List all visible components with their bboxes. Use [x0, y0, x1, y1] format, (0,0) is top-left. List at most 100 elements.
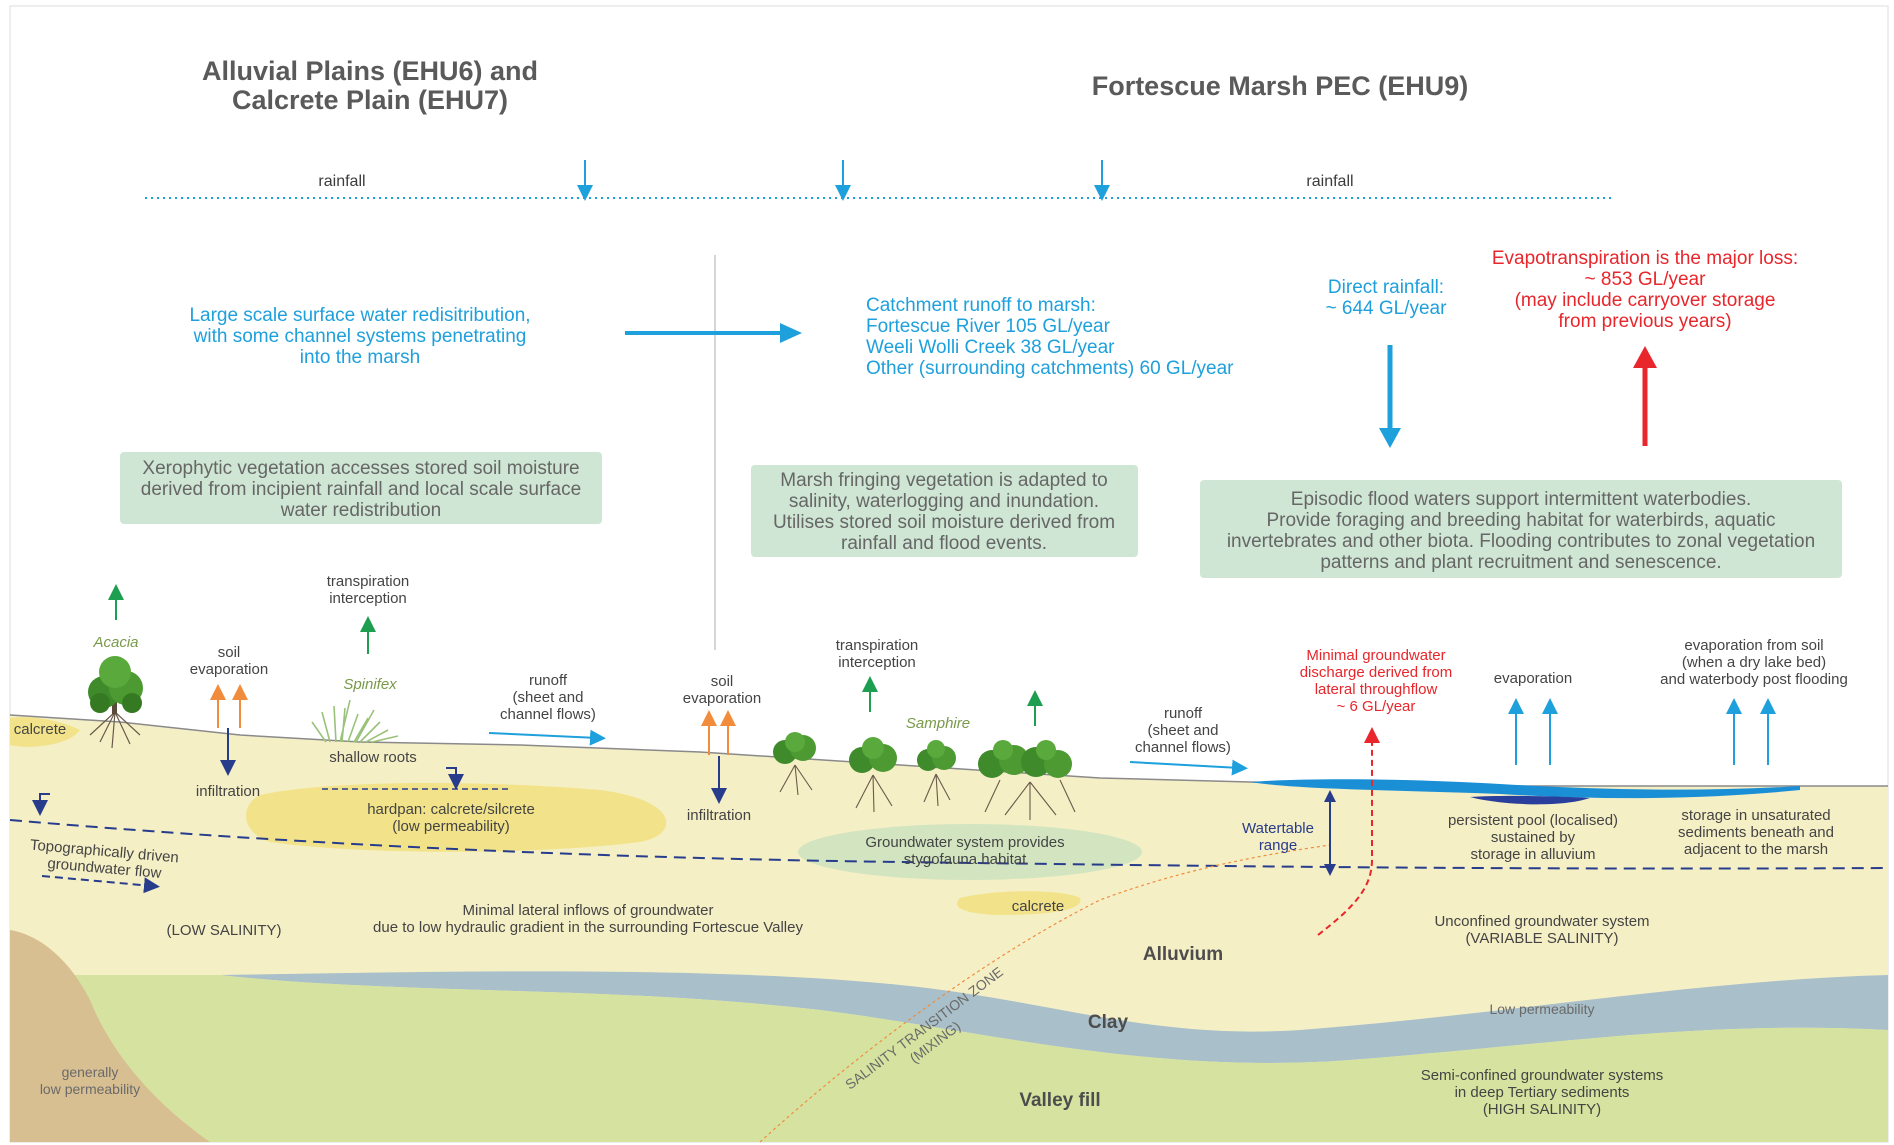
runoff-1-line1: runoff [529, 672, 568, 689]
catchment-runoff-line1: Catchment runoff to marsh: [866, 295, 1096, 316]
unconfined-line2: (VARIABLE SALINITY) [1465, 930, 1618, 947]
samphire-shrubs-icon [773, 732, 1076, 820]
hardpan-patch [246, 783, 667, 852]
soil-evap-2-line2: evaporation [683, 690, 761, 707]
box-episodic-line1: Episodic flood waters support intermitte… [1291, 489, 1751, 510]
clay-label: Clay [1088, 1012, 1129, 1033]
runoff-arrow-2 [1129, 759, 1248, 776]
watertable-line [9, 819, 1889, 870]
stygofauna-line1: Groundwater system provides [865, 834, 1064, 851]
hardpan-perch-arrow [446, 767, 464, 790]
hardpan-line2: (low permeability) [392, 818, 510, 835]
left-recharge-arrow [32, 793, 50, 816]
surface-redistribution-line3: into the marsh [300, 347, 420, 368]
gw-flow-arrow [41, 875, 160, 894]
calcrete-mid-label: calcrete [1012, 898, 1065, 915]
persistent-pool-line1: persistent pool (localised) [1448, 812, 1618, 829]
spinifex-grass-icon [311, 699, 399, 743]
runoff-arrow-1 [488, 729, 606, 746]
semi-confined-line3: (HIGH SALINITY) [1483, 1101, 1601, 1118]
box-xerophytic-line2: derived from incipient rainfall and loca… [141, 479, 581, 500]
generally-low-line1: generally [62, 1064, 119, 1080]
calcrete-left-patch [10, 717, 80, 747]
direct-rainfall-line2: ~ 644 GL/year [1326, 298, 1448, 319]
infiltration-1-label: infiltration [196, 783, 260, 800]
bedrock-layer [10, 930, 210, 1142]
infiltration-2-label: infiltration [687, 807, 751, 824]
soil-evap-1-line2: evaporation [190, 661, 268, 678]
box-episodic-line3: invertebrates and other biota. Flooding … [1227, 531, 1815, 552]
title-right: Fortescue Marsh PEC (EHU9) [1092, 71, 1469, 101]
gw-discharge-arrow [1317, 727, 1380, 936]
spinifex-label: Spinifex [343, 676, 397, 693]
persistent-pool-line3: storage in alluvium [1470, 846, 1595, 863]
low-salinity-label: (LOW SALINITY) [166, 922, 281, 939]
soil-evap-2-line1: soil [711, 673, 734, 690]
persistent-pool [1470, 795, 1590, 805]
box-xerophytic-line1: Xerophytic vegetation accesses stored so… [142, 458, 579, 479]
shallow-roots-label: shallow roots [329, 749, 417, 766]
calcrete-mid-patch [956, 891, 1081, 915]
stygofauna-line2: stygofauna habitat [904, 851, 1027, 868]
rainfall-label-left: rainfall [318, 173, 365, 190]
title-left-line2: Calcrete Plain (EHU7) [232, 85, 508, 115]
box-marsh-fringe-line3: Utilises stored soil moisture derived fr… [773, 512, 1115, 533]
box-episodic-line2: Provide foraging and breeding habitat fo… [1266, 510, 1775, 531]
evaporation-label: evaporation [1494, 670, 1572, 687]
semi-confined-line1: Semi-confined groundwater systems [1421, 1067, 1664, 1084]
persistent-pool-line2: sustained by [1491, 829, 1576, 846]
evap-soil-line3: and waterbody post flooding [1660, 671, 1848, 688]
box-xerophytic-line3: water redistribution [280, 500, 442, 521]
samphire-label: Samphire [906, 715, 970, 732]
runoff-1-line2: (sheet and [513, 689, 584, 706]
catchment-runoff-line2: Fortescue River 105 GL/year [866, 316, 1111, 337]
salinity-transition-line [759, 844, 1331, 1143]
box-episodic [1200, 480, 1842, 578]
acacia-label: Acacia [92, 634, 138, 651]
redistribution-arrow-head [780, 323, 802, 343]
evapotranspiration-arrow-head [1633, 346, 1657, 368]
rainfall-label-right: rainfall [1306, 173, 1353, 190]
generally-low-line2: low permeability [40, 1081, 140, 1097]
evapotranspiration-line2: ~ 853 GL/year [1585, 269, 1707, 290]
storage-unsat-line2: sediments beneath and [1678, 824, 1834, 841]
runoff-2-line3: channel flows) [1135, 739, 1231, 756]
runoff-2-line2: (sheet and [1148, 722, 1219, 739]
evap-soil-line2: (when a dry lake bed) [1682, 654, 1826, 671]
minimal-lateral-line1: Minimal lateral inflows of groundwater [463, 902, 714, 919]
surface-redistribution-line1: Large scale surface water redisitributio… [189, 305, 530, 326]
valley-fill-layer [60, 975, 1888, 1142]
calcrete-left-label: calcrete [14, 721, 67, 738]
transp-1-line2: interception [329, 590, 407, 607]
acacia-tree-icon [88, 656, 143, 749]
low-perm-label: Low permeability [1489, 1001, 1594, 1017]
surface-redistribution-line2: with some channel systems penetrating [193, 326, 527, 347]
transp-2-line1: transpiration [836, 637, 919, 654]
box-episodic-line4: patterns and plant recruitment and senes… [1320, 552, 1721, 573]
alluvium-label: Alluvium [1143, 944, 1223, 965]
direct-rainfall-line1: Direct rainfall: [1328, 277, 1444, 298]
catchment-runoff-line4: Other (surrounding catchments) 60 GL/yea… [866, 358, 1234, 379]
minimal-lateral-line2: due to low hydraulic gradient in the sur… [373, 919, 803, 936]
evap-soil-line1: evaporation from soil [1684, 637, 1823, 654]
marsh-water [1250, 779, 1800, 799]
gw-discharge-line1: Minimal groundwater [1306, 647, 1445, 664]
box-marsh-fringe-line4: rainfall and flood events. [841, 533, 1047, 554]
soil-evap-1-line1: soil [218, 644, 241, 661]
storage-unsat-line3: adjacent to the marsh [1684, 841, 1828, 858]
watertable-line1: Watertable [1242, 820, 1314, 837]
gw-discharge-line4: ~ 6 GL/year [1337, 698, 1416, 715]
valley-fill-label: Valley fill [1019, 1090, 1100, 1111]
transp-1-line1: transpiration [327, 573, 410, 590]
evapotranspiration-line4: from previous years) [1558, 311, 1731, 332]
catchment-runoff-line3: Weeli Wolli Creek 38 GL/year [866, 337, 1115, 358]
semi-confined-line2: in deep Tertiary sediments [1455, 1084, 1630, 1101]
transp-2-line2: interception [838, 654, 916, 671]
box-marsh-fringe-line1: Marsh fringing vegetation is adapted to [780, 470, 1107, 491]
gw-discharge-line2: discharge derived from [1300, 664, 1453, 681]
direct-rain-arrow-head [1379, 428, 1401, 448]
evapotranspiration-line3: (may include carryover storage [1515, 290, 1776, 311]
hardpan-line1: hardpan: calcrete/silcrete [367, 801, 535, 818]
